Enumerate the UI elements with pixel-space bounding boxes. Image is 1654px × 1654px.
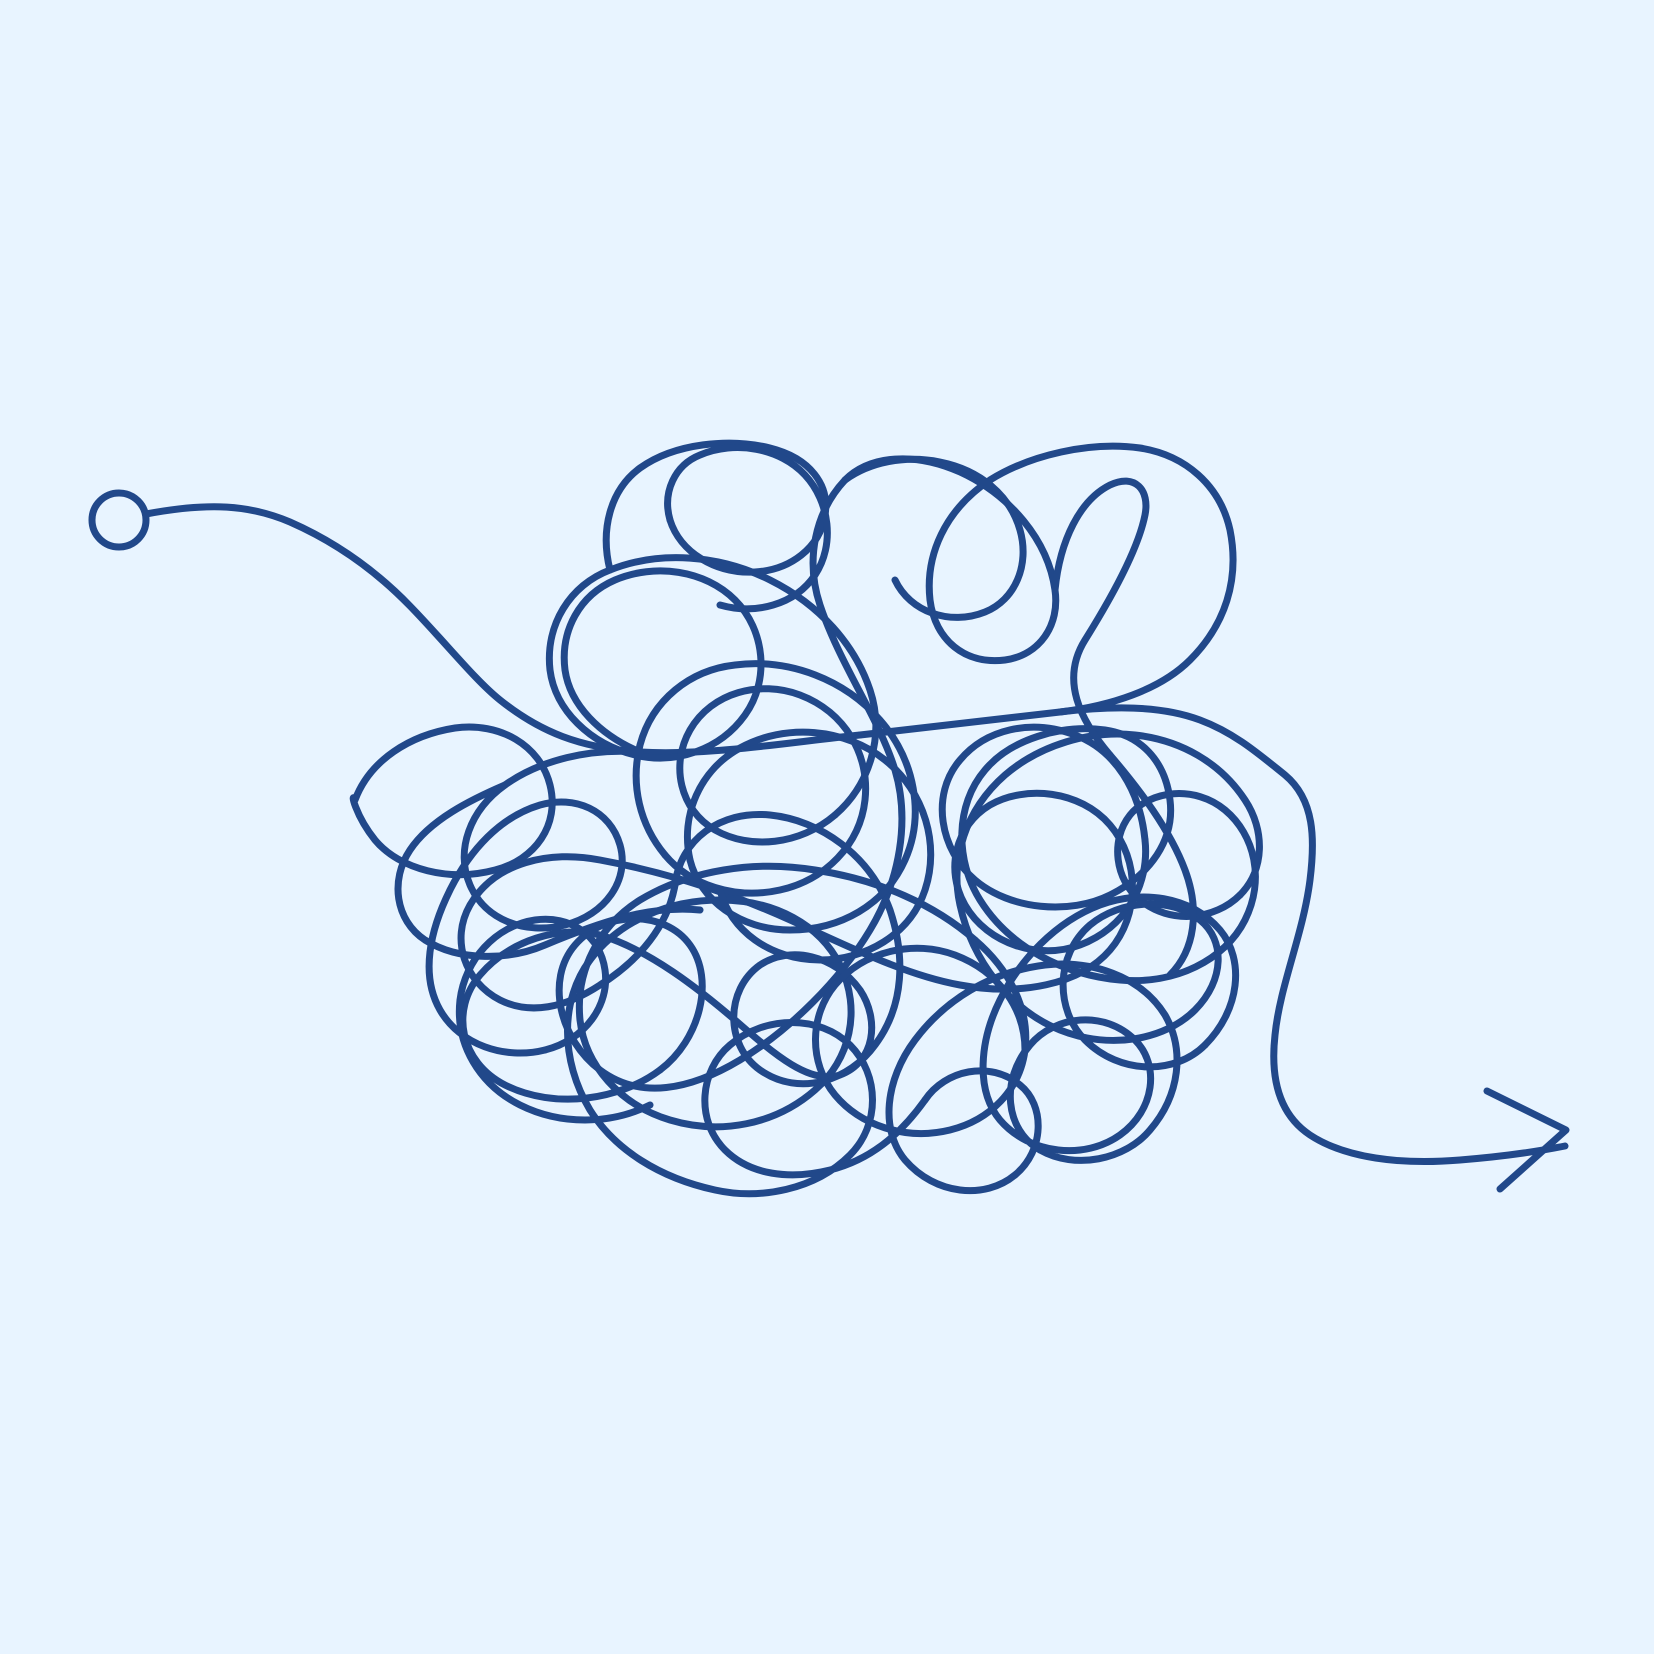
start-circle-icon — [88, 489, 150, 551]
knot-loop-g — [885, 960, 1181, 1195]
knot-loop-w — [1106, 751, 1197, 979]
knot-loop-o — [425, 747, 644, 1057]
arrowhead-icon — [1483, 1087, 1570, 1193]
knot-loop-v — [1051, 477, 1150, 759]
knot-loop-d — [938, 723, 1259, 985]
knot-loop-t — [664, 444, 831, 613]
knot-loop-h — [564, 956, 929, 1198]
knot-loop-n — [683, 728, 935, 964]
knot-loop-j — [812, 936, 1030, 1137]
knot-loop-m — [632, 660, 919, 934]
knot-loop-u — [841, 455, 1027, 621]
knot-loop-c — [457, 789, 1150, 1012]
lead-out-line — [1056, 704, 1569, 1165]
knot-loop-r — [394, 781, 704, 960]
knot-loop-k — [545, 554, 880, 819]
knot-loop-f — [979, 893, 1240, 1155]
knot-loop-i — [575, 862, 979, 1131]
knot-loop-q — [349, 723, 556, 879]
knot-loop-l — [661, 685, 870, 897]
knot-loop-s — [602, 439, 830, 576]
